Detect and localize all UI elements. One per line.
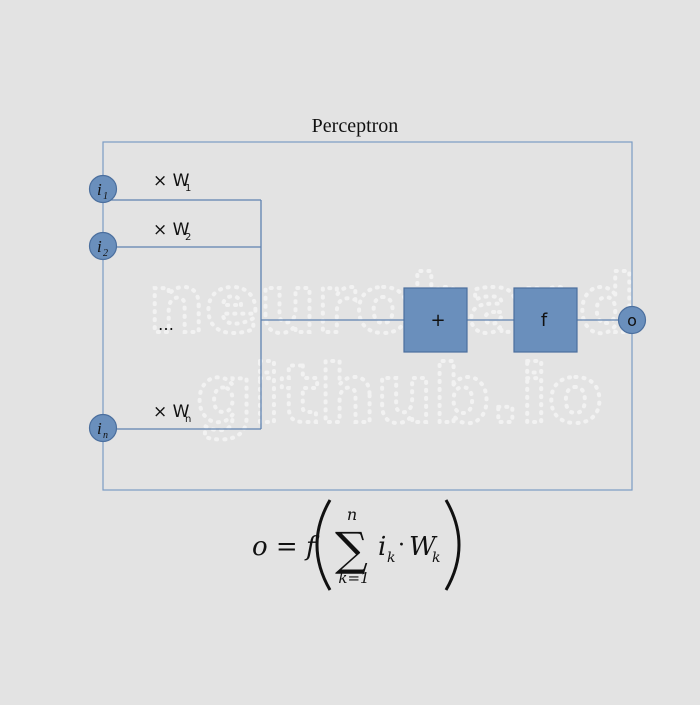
input-node-2[interactable]: i 2 <box>88 231 118 261</box>
svg-text:n: n <box>103 430 108 441</box>
weight-label-n: × W n <box>153 402 191 425</box>
svg-text:× W: × W <box>153 220 190 240</box>
formula-sum-upper: n <box>347 505 357 524</box>
svg-text:n: n <box>185 414 191 425</box>
diagram-title: Perceptron <box>312 115 399 137</box>
ellipsis-label: … <box>158 315 174 334</box>
output-node[interactable]: o <box>617 305 647 335</box>
formula-term-w-sub: k <box>432 550 440 566</box>
svg-text:i: i <box>97 237 102 256</box>
formula-lhs: o = f <box>252 532 320 562</box>
formula-term-i: i <box>378 532 386 562</box>
sum-label: + <box>430 310 445 331</box>
svg-text:2: 2 <box>185 232 191 243</box>
sum-block[interactable]: + <box>403 287 468 353</box>
formula-right-paren <box>444 499 461 591</box>
activation-block[interactable]: f <box>513 287 578 353</box>
activation-label: f <box>541 310 548 331</box>
formula-dot: · <box>398 533 405 558</box>
formula-left-paren <box>315 499 332 591</box>
svg-text:i: i <box>97 419 102 438</box>
formula-term-w: W <box>409 532 438 562</box>
weight-label-1: × W 1 <box>153 171 191 194</box>
formula-term-i-sub: k <box>387 550 395 566</box>
svg-text:× W: × W <box>153 402 190 422</box>
svg-text:1: 1 <box>185 183 191 194</box>
input-connections <box>103 199 619 430</box>
svg-text:× W: × W <box>153 171 190 191</box>
svg-text:i: i <box>97 180 102 199</box>
perceptron-formula: o = f ∑ n k=1 i k · W k <box>252 499 461 591</box>
svg-text:1: 1 <box>103 191 108 202</box>
svg-text:2: 2 <box>103 248 108 259</box>
formula-sum-lower: k=1 <box>338 569 369 587</box>
input-node-n[interactable]: i n <box>88 413 118 443</box>
output-label: o <box>627 311 637 330</box>
weight-label-2: × W 2 <box>153 220 191 243</box>
input-node-1[interactable]: i 1 <box>88 174 118 204</box>
watermark-line2: github.io <box>196 348 603 441</box>
formula-sigma: ∑ <box>335 522 368 576</box>
